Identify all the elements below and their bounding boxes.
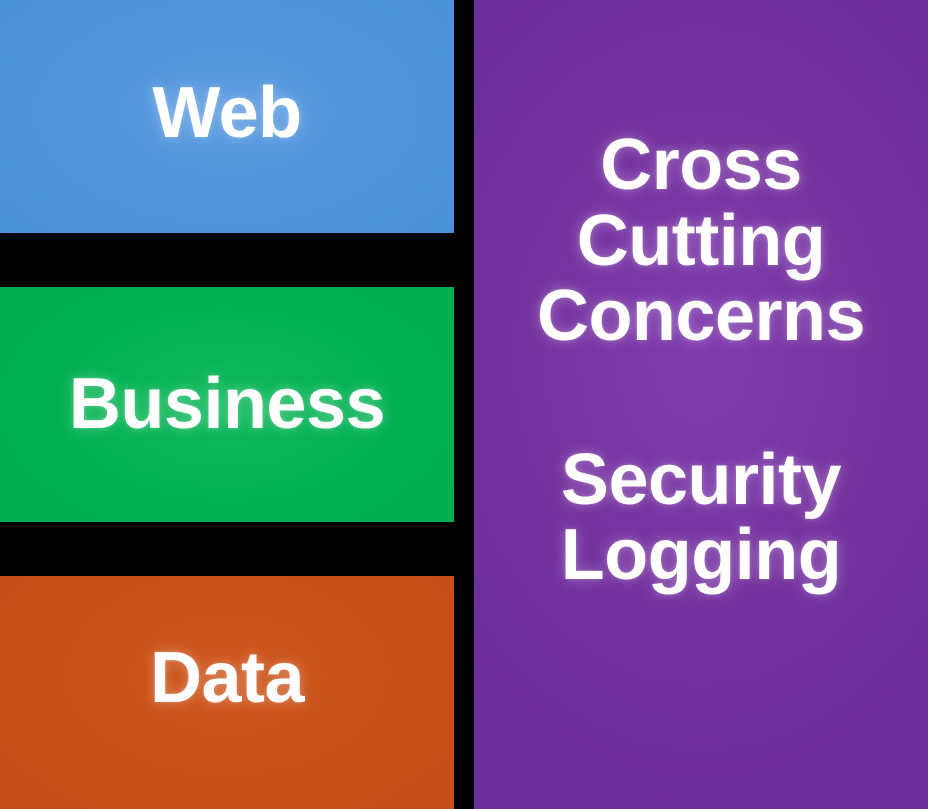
cross-cutting-concern-security: Security	[560, 439, 842, 520]
cross-cutting-title-line-2: Cutting	[576, 200, 826, 281]
cross-cutting-title-line-3: Concerns	[536, 276, 866, 357]
cross-cutting-concern-list: Security Logging	[474, 439, 928, 596]
layer-label-web: Web	[152, 72, 302, 153]
cross-cutting-concern-logging: Logging	[560, 515, 842, 596]
layer-block-cross-cutting-concerns[interactable]: Cross Cutting Concerns Security Logging	[474, 0, 928, 809]
layer-block-data[interactable]: Data	[0, 576, 454, 809]
layer-block-web[interactable]: Web	[0, 0, 454, 233]
layer-label-data: Data	[149, 637, 305, 718]
layer-block-business[interactable]: Business	[0, 287, 454, 522]
cross-cutting-title: Cross Cutting Concerns	[474, 125, 928, 357]
cross-cutting-title-line-1: Cross	[600, 125, 802, 205]
layer-label-business: Business	[68, 363, 386, 444]
